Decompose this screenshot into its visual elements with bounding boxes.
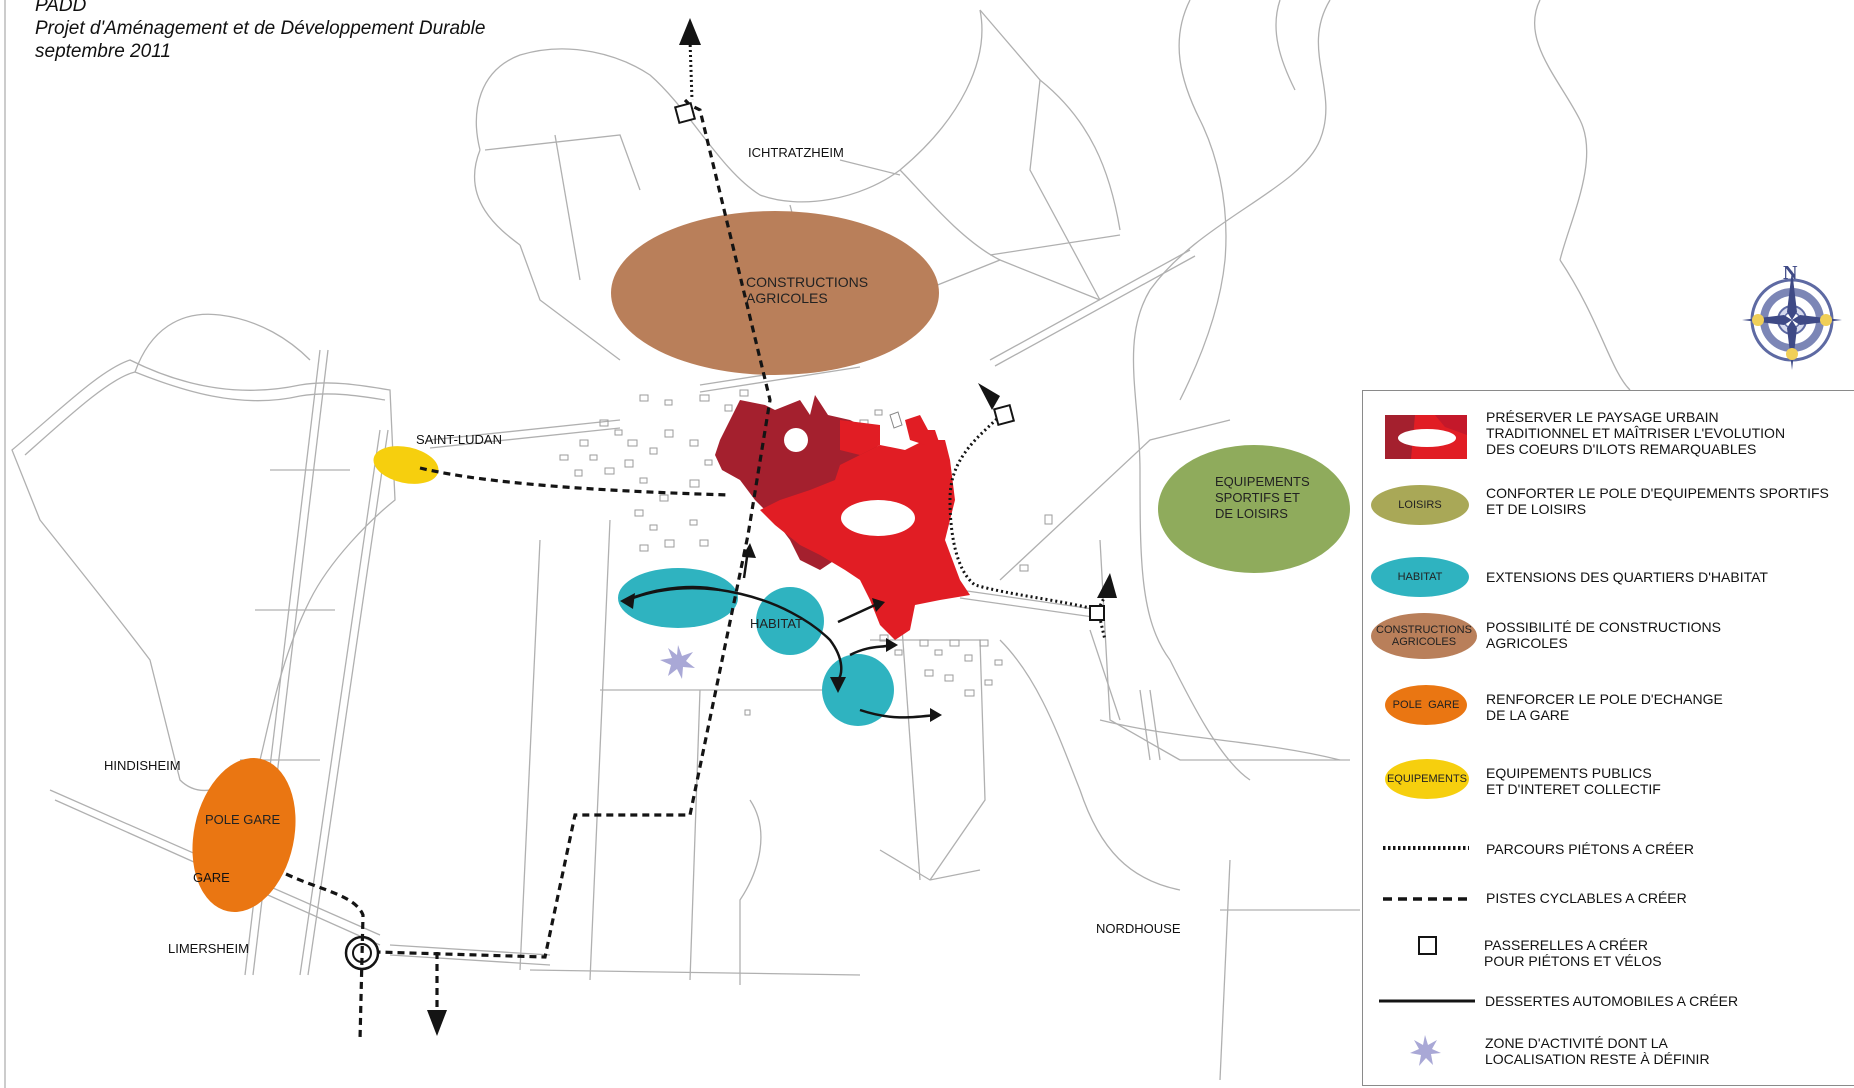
- zone-label-equipements-line3: DE LOISIRS: [1215, 506, 1288, 521]
- legend-text-habitat: EXTENSIONS DES QUARTIERS D'HABITAT: [1486, 569, 1768, 585]
- urban-core-courtyard-small: [784, 428, 808, 452]
- footbridges: [673, 101, 1105, 621]
- legend-item-pole-gare: POLE GARE RENFORCER LE POLE D'ECHANGE DE…: [1363, 685, 1854, 727]
- map-subtitle: Projet d'Aménagement et de Développement…: [35, 18, 486, 39]
- activity-zone-star: [660, 645, 695, 679]
- map-date: septembre 2011: [35, 41, 171, 62]
- zone-label-equipements: EQUIPEMENTS SPORTIFS ET DE LOISIRS: [1215, 474, 1310, 522]
- legend-text-activity-zone: ZONE D'ACTIVITÉ DONT LA LOCALISATION RES…: [1485, 1035, 1710, 1067]
- legend-item-pedestrian: PARCOURS PIÉTONS A CRÉER: [1363, 841, 1854, 863]
- cycle-paths: [285, 98, 772, 1041]
- legend-symbol-loisirs: LOISIRS: [1371, 485, 1469, 525]
- compass-north-label: N: [1783, 262, 1798, 284]
- compass-rose: [1742, 270, 1842, 370]
- zone-habitat-west: [618, 568, 738, 628]
- zone-equipements-sportifs: [1158, 445, 1350, 573]
- place-nordhouse: NORDHOUSE: [1096, 921, 1181, 936]
- legend-text-loisirs: CONFORTER LE POLE D'EQUIPEMENTS SPORTIFS…: [1486, 485, 1829, 517]
- legend-symbol-pole-gare: POLE GARE: [1385, 685, 1467, 725]
- legend-symbol-urban: [1385, 415, 1467, 459]
- legend-text-pole-gare: RENFORCER LE POLE D'ECHANGE DE LA GARE: [1486, 691, 1723, 723]
- urban-core-courtyard-large: [841, 500, 915, 536]
- place-saint-ludan: SAINT-LUDAN: [416, 432, 502, 447]
- zone-label-pole-gare: POLE GARE: [205, 812, 281, 827]
- legend-symbol-agricoles: CONSTRUCTIONS AGRICOLES: [1371, 613, 1477, 659]
- legend-symbol-square: [1418, 936, 1437, 955]
- urban-core-red-ne: [905, 415, 940, 445]
- legend-text-footbridge: PASSERELLES A CRÉER POUR PIÉTONS ET VÉLO…: [1484, 937, 1662, 969]
- legend-symbol-dotted-line: [1383, 846, 1469, 850]
- legend-text-agricoles: POSSIBILITÉ DE CONSTRUCTIONS AGRICOLES: [1486, 619, 1721, 651]
- zone-label-constructions-line2: AGRICOLES: [746, 290, 828, 306]
- zone-label-equipements-line1: EQUIPEMENTS: [1215, 474, 1310, 489]
- place-limersheim: LIMERSHEIM: [168, 941, 249, 956]
- legend-text-pedestrian: PARCOURS PIÉTONS A CRÉER: [1486, 841, 1694, 857]
- legend-text-cycle: PISTES CYCLABLES A CRÉER: [1486, 890, 1687, 906]
- parcel-outlines: [11, 0, 1631, 1081]
- urban-core-red-north: [840, 420, 880, 455]
- legend-symbol-habitat: HABITAT: [1371, 557, 1469, 597]
- urban-core-red: [760, 440, 970, 640]
- zone-label-habitat: HABITAT: [750, 616, 803, 631]
- place-hindisheim: HINDISHEIM: [104, 758, 181, 773]
- map-title: PADD: [35, 0, 87, 16]
- roundabout: [344, 935, 380, 971]
- car-road-arrows: [620, 543, 942, 722]
- legend-symbol-dashed-line: [1383, 897, 1469, 901]
- legend-text-car-roads: DESSERTES AUTOMOBILES A CRÉER: [1485, 993, 1739, 1009]
- legend-symbol-star: [1410, 1035, 1441, 1066]
- place-ichtratzheim: ICHTRATZHEIM: [748, 145, 844, 160]
- path-arrows: [427, 18, 1117, 1036]
- legend-item-agricoles: CONSTRUCTIONS AGRICOLES POSSIBILITÉ DE C…: [1363, 613, 1854, 661]
- legend-item-loisirs: LOISIRS CONFORTER LE POLE D'EQUIPEMENTS …: [1363, 485, 1854, 527]
- legend-item-activity-zone: ZONE D'ACTIVITÉ DONT LA LOCALISATION RES…: [1363, 1033, 1854, 1069]
- zone-pole-gare: [192, 757, 296, 913]
- zone-label-constructions: CONSTRUCTIONS AGRICOLES: [746, 274, 868, 306]
- zone-label-constructions-line1: CONSTRUCTIONS: [746, 274, 869, 290]
- legend-item-habitat: HABITAT EXTENSIONS DES QUARTIERS D'HABIT…: [1363, 557, 1854, 599]
- legend-panel: PRÉSERVER LE PAYSAGE URBAIN TRADITIONNEL…: [1362, 390, 1854, 1086]
- legend-text-equipements: EQUIPEMENTS PUBLICS ET D'INTERET COLLECT…: [1486, 765, 1661, 797]
- legend-symbol-equipements: EQUIPEMENTS: [1385, 759, 1469, 799]
- zone-label-equipements-line2: SPORTIFS ET: [1215, 490, 1300, 505]
- legend-text-urban: PRÉSERVER LE PAYSAGE URBAIN TRADITIONNEL…: [1486, 409, 1786, 457]
- place-gare: GARE: [193, 870, 230, 885]
- white-building: [889, 411, 903, 429]
- legend-item-cycle: PISTES CYCLABLES A CRÉER: [1363, 890, 1854, 912]
- zone-equipements-publics: [373, 446, 439, 484]
- zone-constructions-agricoles: [611, 211, 939, 375]
- legend-symbol-solid-line: [1379, 999, 1475, 1003]
- legend-item-footbridge: PASSERELLES A CRÉER POUR PIÉTONS ET VÉLO…: [1363, 935, 1854, 971]
- legend-item-equipements: EQUIPEMENTS EQUIPEMENTS PUBLICS ET D'INT…: [1363, 759, 1854, 801]
- legend-item-car-roads: DESSERTES AUTOMOBILES A CRÉER: [1363, 991, 1854, 1013]
- legend-item-urban: PRÉSERVER LE PAYSAGE URBAIN TRADITIONNEL…: [1363, 409, 1854, 459]
